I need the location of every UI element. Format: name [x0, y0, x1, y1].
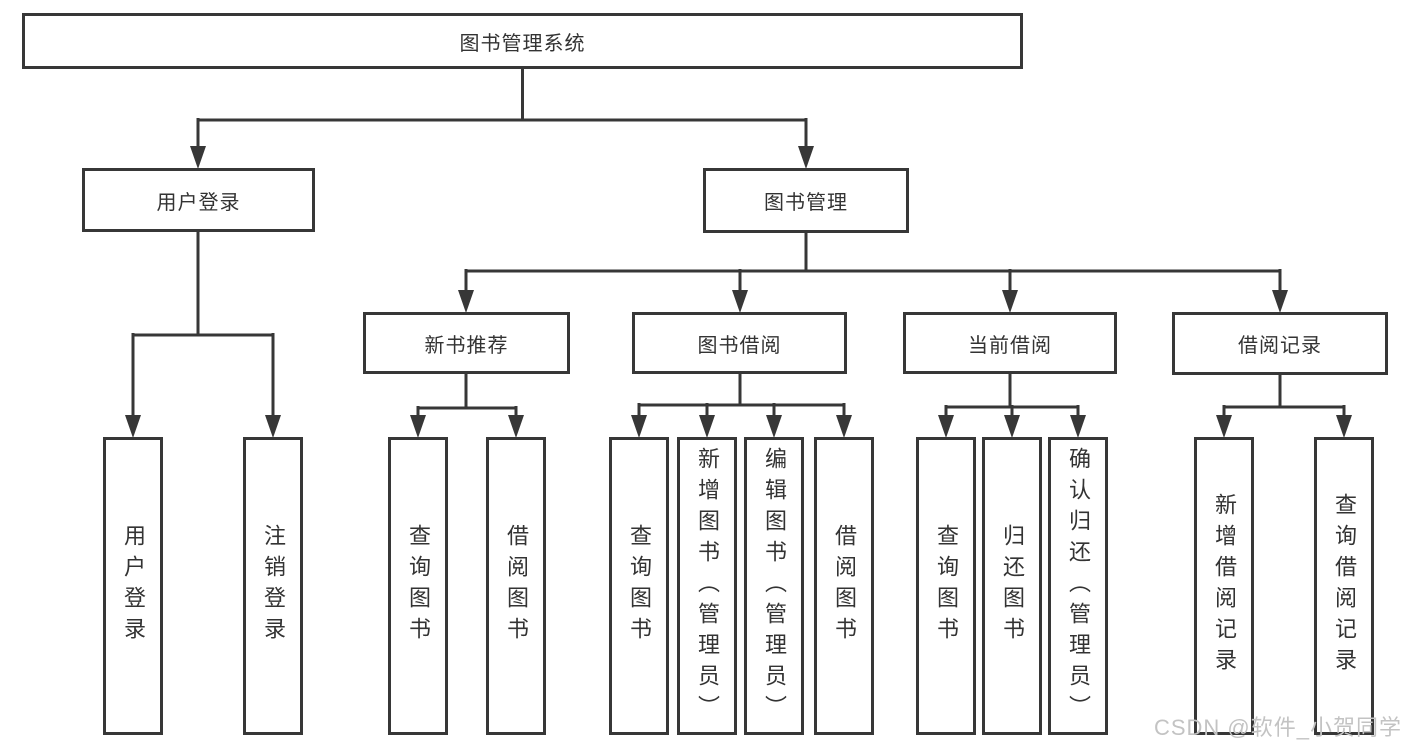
leaf-borrowing-borrow-books: 借阅图书: [814, 437, 874, 735]
node-user-login-label: 用户登录: [156, 191, 241, 214]
connector-line: [464, 233, 1282, 296]
connector-root: [190, 69, 814, 169]
connector-line: [416, 374, 518, 421]
node-new-book-recommend: 新书推荐: [363, 312, 570, 374]
csdn-watermark: CSDN @软件_小贺同学: [1153, 715, 1402, 740]
connector-book-mgmt: [458, 233, 1288, 313]
arrowhead-icon: [458, 290, 1288, 313]
leaf-newbook-borrow-books: 借阅图书: [486, 437, 546, 735]
leaf-current-return-books: 归还图书: [982, 437, 1042, 735]
node-book-management-label: 图书管理: [764, 192, 848, 214]
node-book-borrowing: 图书借阅: [632, 312, 847, 374]
leaf-newbook-borrow-books-label: 借阅图书: [504, 524, 529, 648]
leaf-logout: 注销登录: [243, 437, 303, 735]
leaf-records-add-record: 新增借阅记录: [1194, 437, 1254, 735]
leaf-newbook-query-books: 查询图书: [388, 437, 448, 735]
node-book-borrowing-label: 图书借阅: [697, 334, 782, 357]
leaf-records-add-record-label: 新增借阅记录: [1212, 493, 1237, 679]
leaf-logout-label: 注销登录: [261, 524, 286, 648]
connector-borrow-records: [1216, 375, 1352, 438]
leaf-records-query-record-label: 查询借阅记录: [1332, 493, 1357, 679]
node-borrowing-records: 借阅记录: [1172, 312, 1388, 375]
leaf-records-query-record: 查询借阅记录: [1314, 437, 1374, 735]
connector-book-borrow: [631, 374, 852, 438]
leaf-borrowing-add-books-admin-label: 新增图书（管理员）: [695, 446, 720, 726]
leaf-borrowing-query-books: 查询图书: [609, 437, 669, 735]
leaf-current-query-books: 查询图书: [916, 437, 976, 735]
arrowhead-icon: [410, 415, 524, 438]
leaf-user-login: 用户登录: [103, 437, 163, 735]
leaf-current-confirm-return-admin: 确认归还（管理员）: [1048, 437, 1108, 735]
connector-line: [196, 69, 808, 152]
node-borrowing-records-label: 借阅记录: [1238, 335, 1322, 357]
leaf-current-query-books-label: 查询图书: [934, 524, 959, 648]
node-new-book-recommend-label: 新书推荐: [424, 334, 509, 357]
node-current-borrowing: 当前借阅: [903, 312, 1117, 374]
connector-new-book: [410, 374, 524, 438]
node-root-label: 图书管理系统: [459, 32, 586, 55]
leaf-borrowing-edit-books-admin-label: 编辑图书（管理员）: [762, 446, 787, 726]
arrowhead-icon: [190, 146, 814, 169]
leaf-borrowing-edit-books-admin: 编辑图书（管理员）: [744, 437, 804, 735]
connector-line: [944, 374, 1080, 421]
connector-line: [637, 374, 846, 421]
connector-line: [131, 232, 275, 421]
arrowhead-icon: [1216, 415, 1352, 438]
connector-user-login: [125, 232, 281, 438]
leaf-current-confirm-return-admin-label: 确认归还（管理员）: [1066, 446, 1091, 726]
node-book-management: 图书管理: [703, 168, 909, 233]
leaf-borrowing-borrow-books-label: 借阅图书: [832, 524, 857, 648]
node-user-login: 用户登录: [82, 168, 315, 232]
leaf-borrowing-add-books-admin: 新增图书（管理员）: [677, 437, 737, 735]
leaf-borrowing-query-books-label: 查询图书: [627, 524, 652, 648]
leaf-current-return-books-label: 归还图书: [1000, 524, 1025, 648]
node-root: 图书管理系统: [22, 13, 1023, 69]
leaf-user-login-label: 用户登录: [121, 524, 146, 648]
arrowhead-icon: [938, 415, 1086, 438]
arrowhead-icon: [125, 415, 281, 438]
connector-line: [1222, 375, 1346, 421]
leaf-newbook-query-books-label: 查询图书: [406, 524, 431, 648]
arrowhead-icon: [631, 415, 852, 438]
node-current-borrowing-label: 当前借阅: [968, 334, 1052, 357]
connector-current-borrow: [938, 374, 1086, 438]
